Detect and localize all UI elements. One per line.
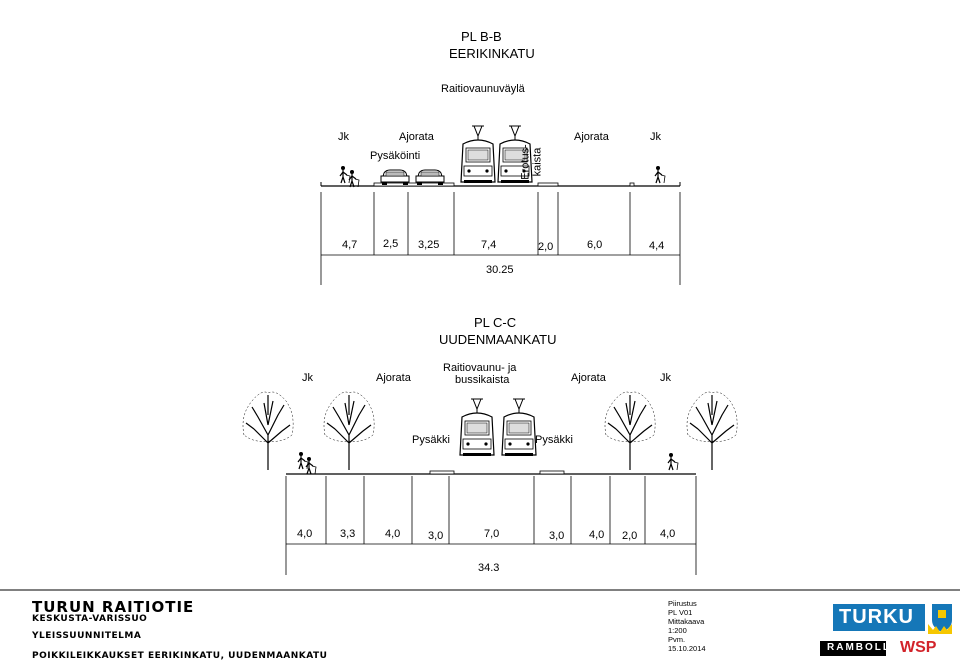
section-bb-tram-label: Raitiovaunuväylä (441, 83, 525, 95)
bb-ajorata-left: Ajorata (399, 131, 434, 143)
drawing-meta: Piirustus PL V01 Mittakaava 1:200 Pvm. 1… (668, 599, 706, 653)
bb-pysakointi: Pysäköinti (370, 150, 421, 162)
section-bb-title: PL B-B (461, 29, 502, 44)
cc-pysakki-right: Pysäkki (535, 434, 573, 446)
ramboll-logo-text: RAMBOLL (827, 642, 891, 653)
cc-dim-3: 4,0 (385, 528, 401, 540)
mittakaava-label: Mittakaava (668, 617, 705, 626)
pvm-label: Pvm. (668, 635, 686, 644)
bb-dim-3: 3,25 (418, 239, 440, 251)
section-cc-street: UUDENMAANKATU (439, 332, 557, 347)
section-cc-title: PL C-C (474, 315, 517, 330)
wsp-logo: WSP (900, 639, 936, 657)
mittakaava-value: 1:200 (668, 626, 687, 635)
bb-jk-left: Jk (338, 131, 349, 143)
bb-erotus-line2: kaista (531, 147, 544, 177)
bb-dim-1: 4,7 (342, 239, 358, 251)
cc-tram-line1: Raitiovaunu- ja (443, 362, 517, 374)
bb-erotus-label: Erotus- kaista (520, 144, 544, 179)
cc-ajorata-right: Ajorata (571, 372, 606, 384)
turku-logo-text: TURKU (839, 606, 914, 628)
ramboll-logo: RAMBOLL (820, 641, 889, 656)
bb-dim-2: 2,5 (383, 238, 399, 250)
cc-ajorata-left: Ajorata (376, 372, 411, 384)
cc-dim-9: 4,0 (660, 528, 676, 540)
bb-dim-7: 4,4 (649, 240, 665, 252)
cc-dim-2: 3,3 (340, 528, 356, 540)
sheet-title: POIKKILEIKKAUKSET EERIKINKATU, UUDENMAAN… (32, 651, 328, 661)
cc-dim-6: 3,0 (549, 530, 565, 542)
project-title: TURUN RAITIOTIE (32, 598, 195, 616)
cc-jk-left: Jk (302, 372, 313, 384)
project-area: KESKUSTA-VARISSUO (32, 614, 148, 624)
cc-dim-1: 4,0 (297, 528, 313, 540)
cc-jk-right: Jk (660, 372, 671, 384)
piirustus-label: Piirustus (668, 599, 697, 608)
pvm-value: 15.10.2014 (668, 644, 706, 653)
bb-dim-6: 6,0 (587, 239, 603, 251)
bb-dim-5: 2,0 (538, 241, 554, 253)
bb-erotus-line1: Erotus- (519, 144, 532, 180)
cc-total: 34.3 (478, 562, 500, 574)
cc-dim-5: 7,0 (484, 528, 500, 540)
bb-dim-4: 7,4 (481, 239, 497, 251)
cc-tram-line2: bussikaista (455, 374, 510, 386)
turku-logo: TURKU (833, 604, 925, 631)
cc-dim-8: 2,0 (622, 530, 638, 542)
cc-dim-4: 3,0 (428, 530, 444, 542)
wsp-logo-text: WSP (900, 639, 937, 656)
bb-ajorata-right: Ajorata (574, 131, 609, 143)
cc-pysakki-left: Pysäkki (412, 434, 450, 446)
plan-type: YLEISSUUNNITELMA (32, 631, 142, 641)
piirustus-value: PL V01 (668, 608, 693, 617)
bb-total: 30.25 (486, 264, 514, 276)
bb-jk-right: Jk (650, 131, 661, 143)
section-bb-street: EERIKINKATU (449, 46, 535, 61)
cc-dim-7: 4,0 (589, 529, 605, 541)
